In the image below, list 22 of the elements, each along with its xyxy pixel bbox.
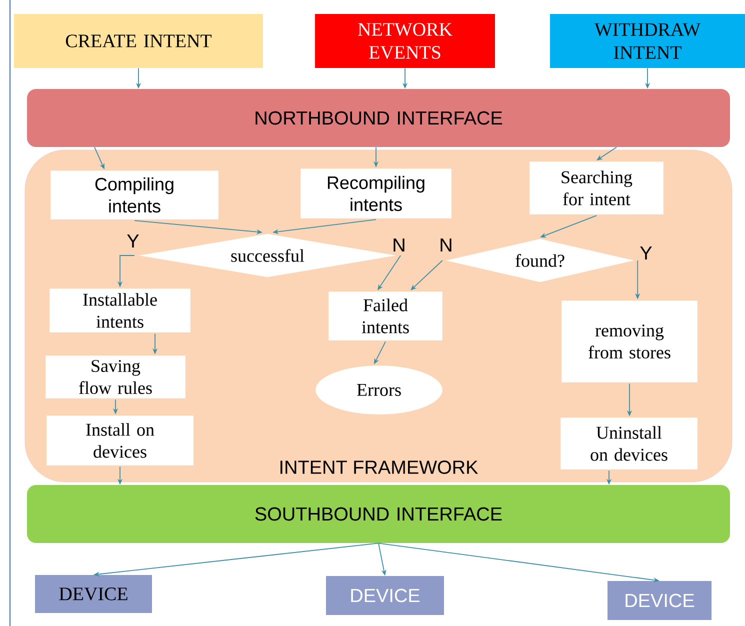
device-box: DEVICE bbox=[35, 574, 152, 613]
process-box: Install on devices bbox=[45, 414, 195, 467]
input-box: CREATE INTENT bbox=[14, 14, 263, 68]
input-box: WITHDRAW INTENT bbox=[550, 14, 745, 68]
input-box: NETWORK EVENTS bbox=[315, 14, 495, 68]
process-box: Searching for intent bbox=[528, 160, 665, 216]
process-box: Compiling intents bbox=[49, 169, 220, 221]
interface-band: SOUTHBOUND INTERFACE bbox=[27, 484, 730, 543]
process-box: Recompiling intents bbox=[299, 167, 453, 220]
process-box: Saving flow rules bbox=[44, 354, 187, 400]
process-box: Uninstall on devices bbox=[559, 416, 699, 471]
edge-label: Y bbox=[640, 246, 652, 260]
device-box: DEVICE bbox=[608, 580, 712, 620]
device-box: DEVICE bbox=[326, 576, 444, 615]
arrow bbox=[410, 260, 443, 290]
edge-label: Y bbox=[127, 234, 139, 248]
interface-band: NORTHBOUND INTERFACE bbox=[27, 89, 730, 147]
process-box: removing from stores bbox=[560, 299, 699, 384]
edge-label: N bbox=[440, 238, 452, 252]
process-box: Failed intents bbox=[327, 290, 444, 342]
edge-label: N bbox=[394, 238, 404, 252]
process-box: Installable intents bbox=[48, 287, 192, 334]
